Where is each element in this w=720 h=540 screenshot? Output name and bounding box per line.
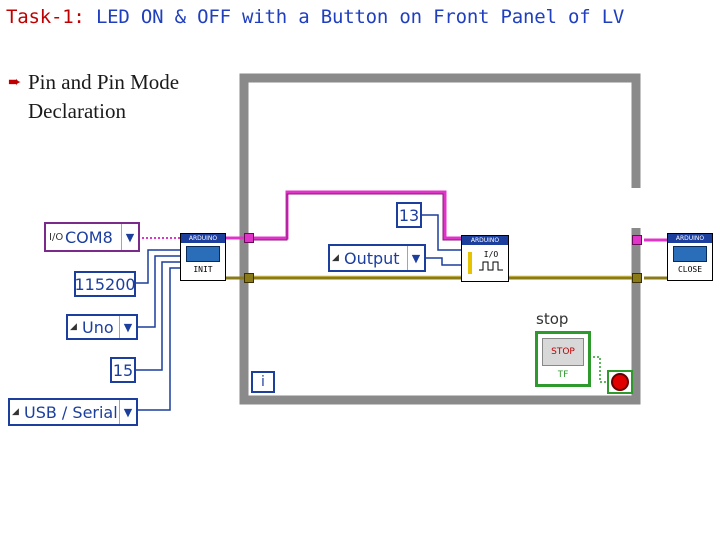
board-type-value: Uno	[82, 317, 114, 337]
baud-rate-control[interactable]: 115200	[74, 271, 136, 297]
dropdown-arrow-icon[interactable]: ▼	[121, 224, 138, 250]
increment-icon[interactable]: ◢	[70, 322, 77, 332]
dropdown-arrow-icon[interactable]: ▼	[119, 316, 136, 338]
error-wires	[226, 275, 668, 280]
bullet-line-2: Declaration	[28, 99, 126, 123]
digital-wave-icon	[479, 261, 503, 270]
pin-mode-value: Output	[344, 248, 400, 268]
bytes-per-packet-value: 15	[112, 360, 134, 380]
iteration-terminal[interactable]: i	[251, 371, 275, 393]
arduino-init-header: ARDUINO	[181, 234, 225, 243]
arduino-close-vi[interactable]: ARDUINO CLOSE	[667, 233, 713, 281]
error-tunnel-out[interactable]	[632, 273, 642, 283]
dropdown-arrow-icon[interactable]: ▼	[119, 400, 136, 424]
bullet-note: ➨ Pin and Pin Mode Declaration	[8, 68, 228, 125]
stop-button-terminal[interactable]: STOP TF	[535, 331, 591, 387]
set-pin-header: ARDUINO	[462, 236, 508, 245]
bullet-line-1: Pin and Pin Mode	[28, 70, 180, 94]
init-input-wires	[134, 249, 180, 411]
set-digital-pin-mode-vi[interactable]: ARDUINO I/O	[461, 235, 509, 282]
slide-title: Task-1: LED ON & OFF with a Button on Fr…	[6, 6, 624, 28]
arduino-init-vi[interactable]: ARDUINO INIT	[180, 233, 226, 281]
error-tunnel-in[interactable]	[244, 273, 254, 283]
set-pin-wires	[422, 214, 462, 266]
increment-icon[interactable]: ◢	[332, 253, 339, 263]
com-port-control[interactable]: I/O COM8 ▼	[44, 222, 140, 252]
connection-type-control[interactable]: ◢ USB / Serial ▼	[8, 398, 138, 426]
com-port-value: COM8	[65, 227, 113, 247]
resource-tunnel-out[interactable]	[632, 235, 642, 245]
baud-rate-value: 115200	[74, 274, 136, 294]
pin-icon	[468, 252, 472, 274]
arduino-close-label: CLOSE	[677, 265, 703, 274]
set-pin-label: I/O	[483, 249, 499, 259]
resource-tunnel-in[interactable]	[244, 233, 254, 243]
arduino-board-icon	[668, 243, 712, 265]
loop-frame-gap	[630, 188, 642, 228]
pin-number-control[interactable]: 13	[396, 202, 422, 228]
stop-condition-icon[interactable]	[607, 370, 633, 394]
arduino-init-label: INIT	[193, 265, 213, 274]
pin-mode-control[interactable]: ◢ Output ▼	[328, 244, 426, 272]
board-type-control[interactable]: ◢ Uno ▼	[66, 314, 138, 340]
resource-wires	[138, 190, 668, 242]
stop-label: stop	[536, 310, 569, 328]
bullet-arrow-icon: ➨	[8, 74, 22, 91]
stop-wire	[589, 356, 608, 383]
arduino-close-header: ARDUINO	[668, 234, 712, 243]
title-prefix: Task-1:	[6, 6, 85, 28]
io-icon: I/O	[49, 231, 64, 243]
pin-number-value: 13	[398, 205, 420, 225]
bytes-per-packet-control[interactable]: 15	[110, 357, 136, 383]
connection-type-value: USB / Serial	[24, 402, 118, 422]
arduino-board-icon	[181, 243, 225, 265]
dropdown-arrow-icon[interactable]: ▼	[407, 246, 424, 270]
title-text: LED ON & OFF with a Button on Front Pane…	[95, 6, 625, 28]
increment-icon[interactable]: ◢	[12, 407, 19, 417]
stop-button-face[interactable]: STOP	[542, 338, 584, 366]
stop-bool-type: TF	[557, 370, 569, 380]
